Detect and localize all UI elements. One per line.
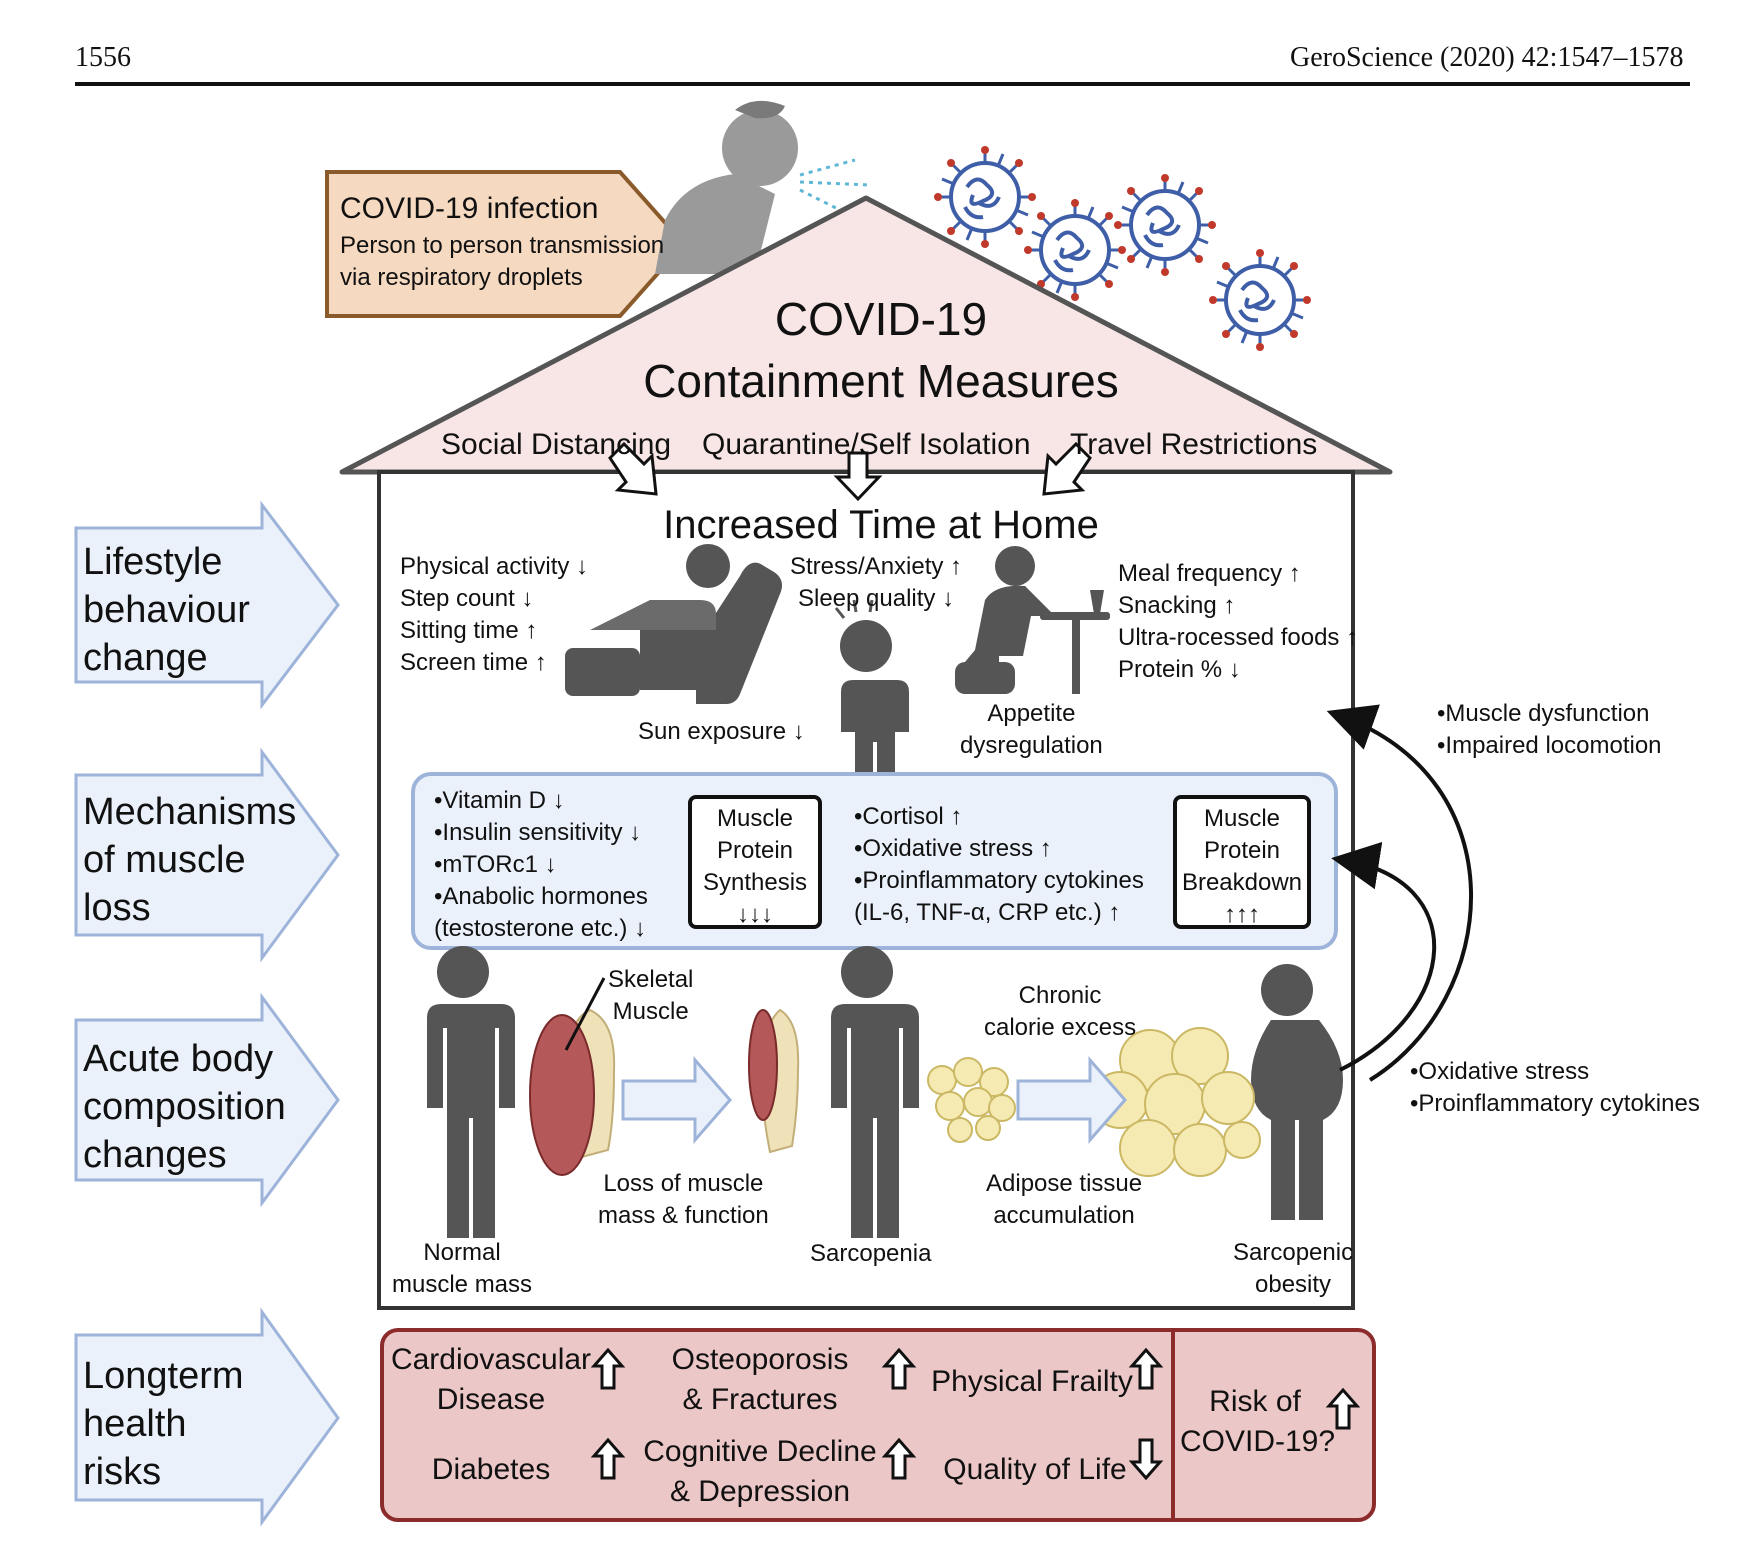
side-arrow-longterm [74,1307,340,1527]
infection-callout [325,170,687,318]
side-arrow-lifestyle [74,500,340,710]
stress-marks [834,599,874,619]
arrow-up-frailty [1128,1347,1164,1390]
sarcopenia-label: Sarcopenia [810,1240,932,1267]
arrow-up-covid [1325,1387,1361,1430]
roof-title-containment: Containment Measures [643,355,1119,407]
infection-line-2: via respiratory droplets [340,264,583,291]
infection-title: COVID-19 infection [340,192,599,225]
risk-cognitive: Cognitive Decline& Depression [643,1435,877,1508]
feedback-upper-label: •Muscle dysfunction•Impaired locomotion [1437,700,1662,759]
arrow-down-qol [1128,1438,1164,1481]
obese-person-figure [1251,964,1343,1220]
journal-citation: GeroScience (2020) 42:1547–1578 [1290,42,1684,73]
meal-list: Meal frequency ↑Snacking ↑Ultra-rocessed… [1118,560,1359,683]
home-title: Increased Time at Home [663,503,1099,547]
sun-exposure-label: Sun exposure ↓ [638,718,805,745]
side-arrows [74,500,340,1527]
roof-title-covid: COVID-19 [774,293,988,345]
couch-person-illustration [565,544,782,704]
arrow-muscle-loss [621,1056,732,1144]
arrow-up-diabetes [590,1437,626,1480]
measure-social-distancing: Social Distancing [441,428,672,461]
feedback-arrow-upper [1326,704,1473,1082]
measure-quarantine: Quarantine/Self Isolation [702,428,1031,461]
side-arrow-mechanisms [74,747,340,963]
infection-line-1: Person to person transmission [340,232,665,259]
muscle-illustration-large [529,1008,616,1176]
coughing-person-illustration [655,100,798,274]
arrow-up-cardio [590,1347,626,1390]
muscle-illustration-small [748,1008,800,1154]
risk-arrows [590,1347,1361,1481]
measure-travel-restrictions: Travel Restrictions [1070,428,1318,461]
mechanisms-right-list: •Cortisol ↑•Oxidative stress ↑•Proinflam… [854,803,1144,926]
arrow-up-osteo [881,1347,917,1390]
feedback-arrow-lower [1331,841,1437,1072]
risk-panel [380,1328,1376,1522]
activity-list: Physical activity ↓Step count ↓Sitting t… [400,553,589,676]
risk-diabetes: Diabetes [431,1453,551,1486]
arrow-up-cognitive [881,1437,917,1480]
risk-physical-frailty: Physical Frailty [931,1365,1133,1398]
eating-person-illustration [955,546,1110,694]
arrow-adipose [1016,1056,1127,1144]
page-number: 1556 [75,42,131,73]
feedback-lower-label: •Oxidative stress•Proinflammatory cytoki… [1410,1058,1700,1117]
stress-list: Stress/Anxiety ↑Sleep quality ↓ [790,553,963,612]
mechanisms-left-list: •Vitamin D ↓•Insulin sensitivity ↓•mTORc… [434,787,648,942]
anxious-person-illustration [835,620,909,802]
fat-cells-small [927,1057,1016,1143]
risk-osteoporosis: Osteoporosis& Fractures [671,1343,849,1416]
measure-arrows [608,441,1092,502]
skeletal-muscle-pointer [564,977,606,1051]
risk-quality-of-life: Quality of Life [943,1453,1127,1486]
side-arrow-acute [74,992,340,1208]
